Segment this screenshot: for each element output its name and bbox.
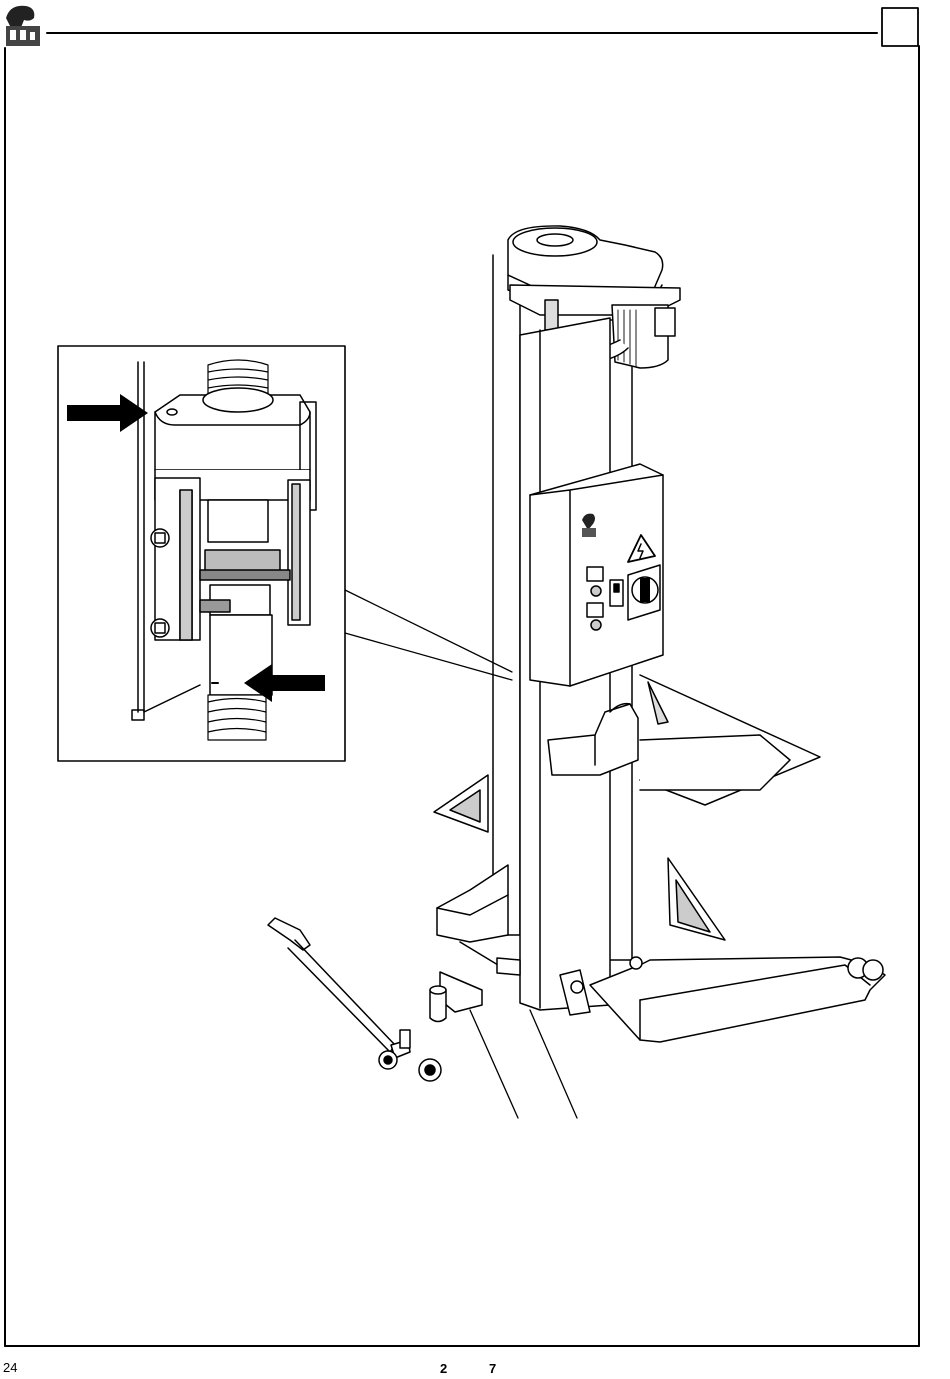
- page-number: 24: [3, 1360, 17, 1375]
- callout-line-1: [470, 1010, 518, 1118]
- brand-logo: [6, 6, 40, 46]
- arrow-right-icon: [67, 394, 148, 432]
- footer-label-1: 2: [440, 1361, 447, 1376]
- pallet-handle: [268, 918, 441, 1081]
- footer-label-2: 7: [489, 1361, 496, 1376]
- inset-leader-lower: [345, 633, 512, 680]
- detail-inset: [58, 346, 345, 761]
- inset-leader-upper: [345, 590, 512, 672]
- header-box: [882, 8, 918, 46]
- adapter-part: [430, 972, 482, 1022]
- lift-column: [434, 226, 885, 1042]
- callout-line-2: [530, 1010, 577, 1118]
